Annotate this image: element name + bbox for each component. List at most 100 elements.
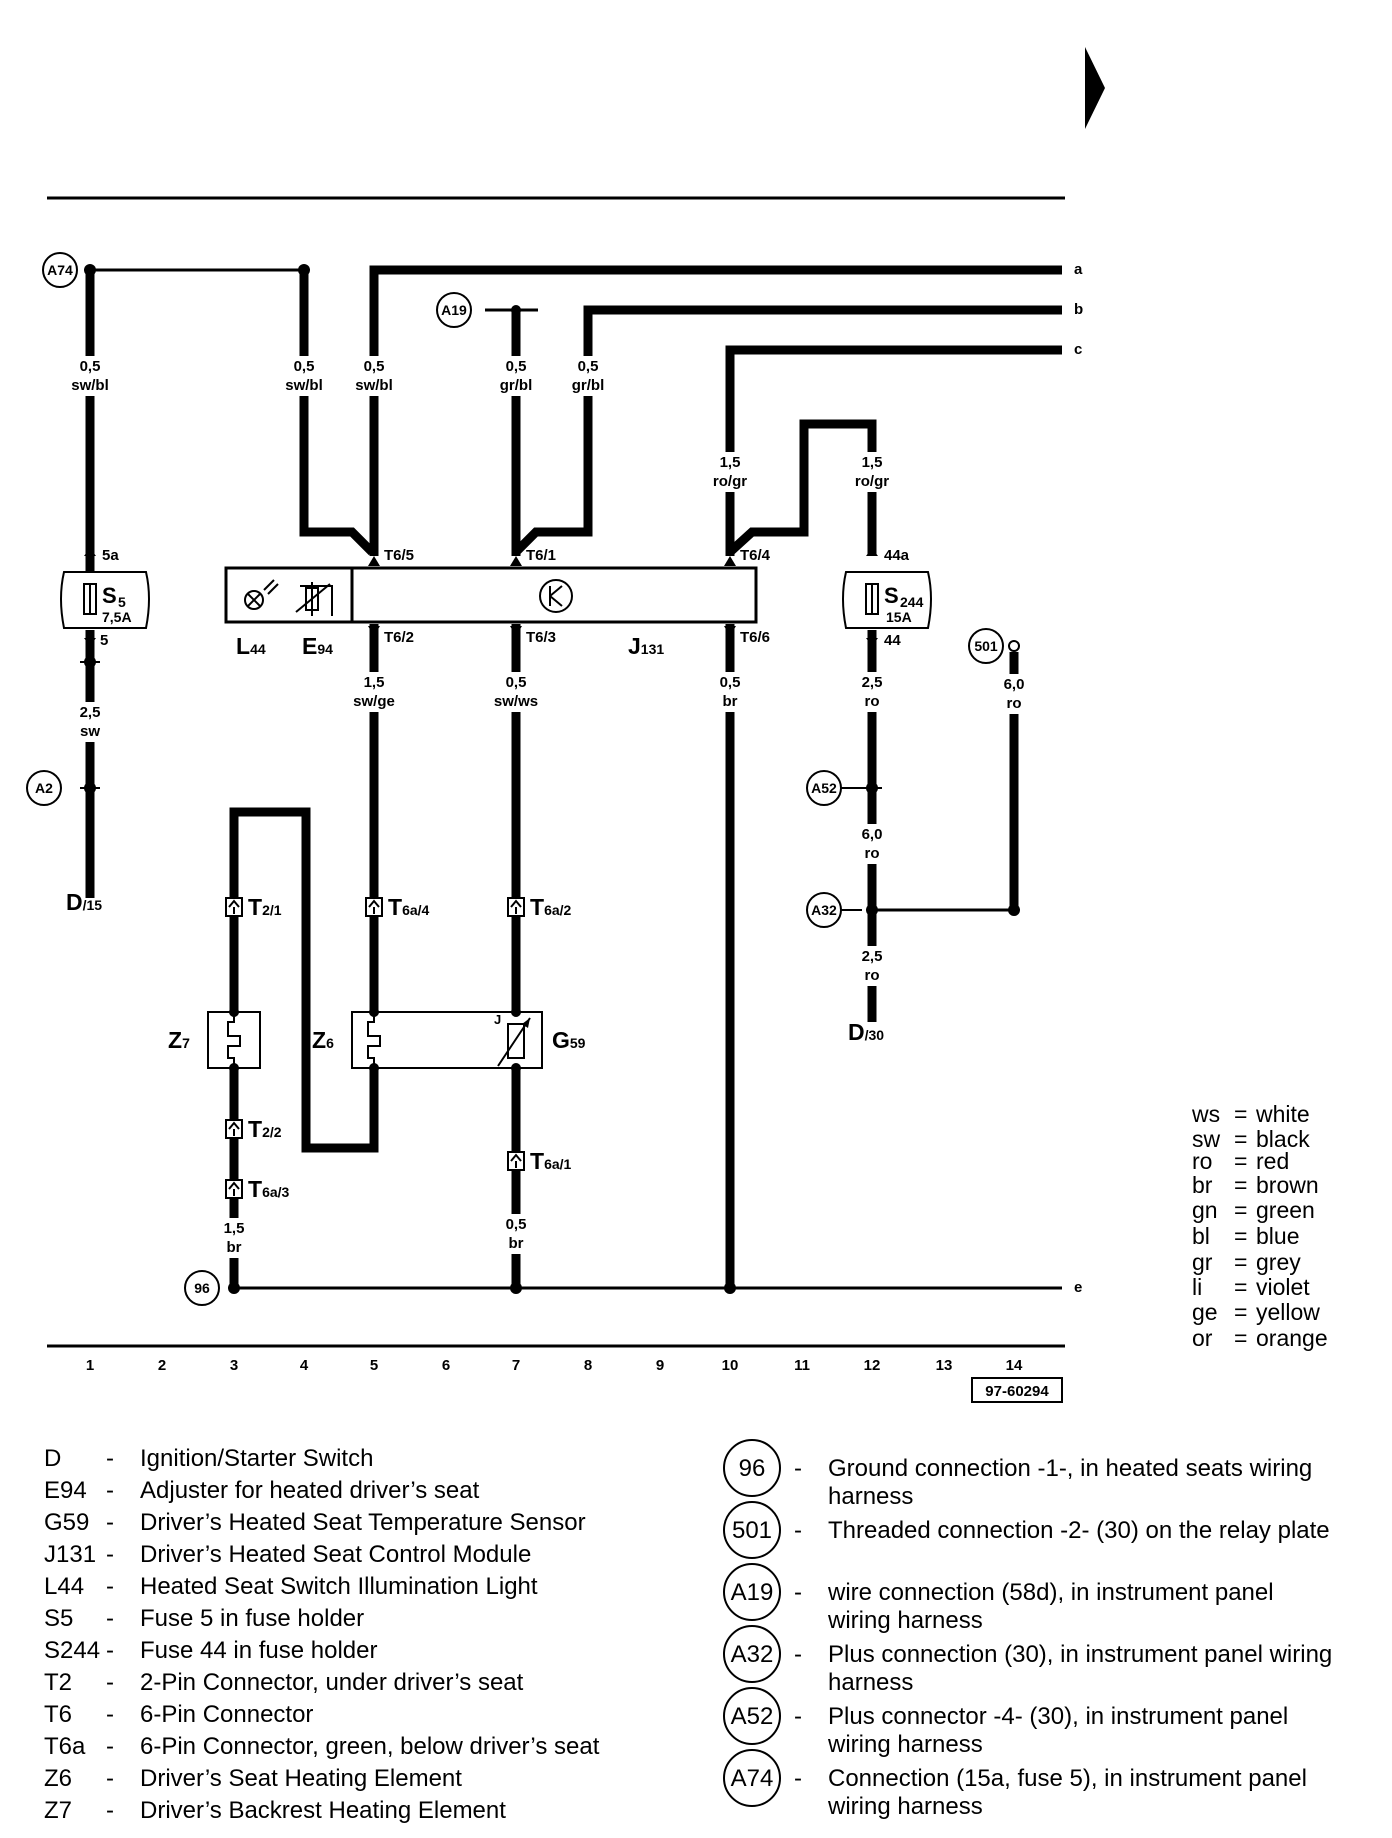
connector-t6a-1: T6a/1: [530, 1148, 572, 1174]
ref-a2[interactable]: A2: [26, 770, 62, 806]
key-eq: =: [1234, 1274, 1247, 1300]
legend-text: harness: [828, 1669, 913, 1696]
connector-t6a-3: T6a/3: [248, 1176, 290, 1202]
wire-size: 0,5: [506, 358, 527, 375]
column-number: 2: [158, 1357, 166, 1374]
fuse-s5[interactable]: S 5 7,5A: [60, 571, 150, 629]
legend-dash: -: [106, 1797, 114, 1824]
legend-dash: -: [794, 1765, 802, 1792]
key-code: ge: [1192, 1299, 1218, 1325]
pin-s244-in: 44a: [884, 547, 910, 564]
legend-dash: -: [794, 1517, 802, 1544]
wire-color: br: [227, 1239, 242, 1256]
ref-a32[interactable]: A32: [806, 892, 842, 928]
legend-text: Fuse 44 in fuse holder: [140, 1637, 377, 1664]
legend-text: wiring harness: [827, 1607, 983, 1634]
key-code: sw: [1192, 1126, 1221, 1152]
wire-ref-c: c: [1074, 341, 1082, 358]
pin-t6-1: T6/1: [526, 547, 556, 564]
legend-item: J131-Driver’s Heated Seat Control Module: [44, 1541, 531, 1568]
key-color: blue: [1256, 1223, 1299, 1249]
svg-text:A2: A2: [35, 780, 53, 796]
fuse-s244[interactable]: S 244 15A: [842, 571, 932, 629]
legend-item: A74 - Connection (15a, fuse 5), in instr…: [723, 1749, 1307, 1820]
legend-item: G59-Driver’s Heated Seat Temperature Sen…: [44, 1509, 586, 1536]
ref-96[interactable]: 96: [184, 1270, 220, 1306]
wire-size: 0,5: [720, 674, 741, 691]
legend-text: Driver’s Heated Seat Control Module: [140, 1541, 531, 1568]
heating-element-z7[interactable]: [207, 1011, 261, 1069]
legend-text: wiring harness: [827, 1731, 983, 1758]
wire-size: 0,5: [80, 358, 101, 375]
connector-t2-1: T2/1: [248, 894, 282, 920]
key-color: grey: [1256, 1249, 1301, 1275]
svg-text:A32: A32: [811, 902, 837, 918]
legend-item: E94-Adjuster for heated driver’s seat: [44, 1477, 480, 1504]
ref-a52[interactable]: A52: [806, 770, 842, 806]
legend-text: Plus connector -4- (30), in instrument p…: [828, 1703, 1288, 1730]
label-l44: L44: [236, 633, 266, 659]
wire-color: ro: [865, 967, 880, 984]
module-symbol-icon: [539, 579, 573, 613]
legend-dash: -: [794, 1579, 802, 1606]
legend-code: A32: [731, 1641, 774, 1668]
ref-501[interactable]: 501: [968, 628, 1004, 664]
label-d30: D/30: [848, 1019, 884, 1045]
legend-text: 6-Pin Connector, green, below driver’s s…: [140, 1733, 600, 1760]
wire-color: ro/gr: [855, 473, 889, 490]
legend-text: wire connection (58d), in instrument pan…: [827, 1579, 1274, 1606]
column-number: 9: [656, 1357, 664, 1374]
legend-code: T6: [44, 1701, 72, 1728]
legend-dash: -: [794, 1703, 802, 1730]
splice-ticks: [80, 661, 882, 789]
wire-ref-e: e: [1074, 1279, 1082, 1296]
key-color: yellow: [1256, 1299, 1320, 1325]
svg-text:501: 501: [974, 638, 998, 654]
legend-text: Driver’s Backrest Heating Element: [140, 1797, 506, 1824]
page-turn-arrow-icon[interactable]: [1085, 47, 1105, 129]
key-eq: =: [1234, 1172, 1247, 1198]
legend-code: A19: [731, 1579, 774, 1606]
column-number: 6: [442, 1357, 450, 1374]
ref-a19[interactable]: A19: [436, 292, 472, 328]
legend-code: G59: [44, 1509, 89, 1536]
column-number: 8: [584, 1357, 592, 1374]
ref-a74[interactable]: A74: [42, 252, 78, 288]
legend-right: 96 - Ground connection -1-, in heated se…: [723, 1439, 1332, 1820]
legend-dash: -: [106, 1477, 114, 1504]
pin-t6-5: T6/5: [384, 547, 414, 564]
legend-code: 501: [732, 1517, 772, 1544]
label-z6: Z6: [312, 1027, 334, 1053]
wire-color: sw/bl: [71, 377, 109, 394]
legend-code: S244: [44, 1637, 100, 1664]
legend-code: A52: [731, 1703, 774, 1730]
legend-code: D: [44, 1445, 61, 1472]
legend-dash: -: [106, 1733, 114, 1760]
wire-size: 2,5: [862, 674, 883, 691]
legend-text: harness: [828, 1483, 913, 1510]
wire-ref-a: a: [1074, 261, 1083, 278]
svg-text:A74: A74: [47, 262, 73, 278]
legend-item: Z7-Driver’s Backrest Heating Element: [44, 1797, 506, 1824]
wire-color: ro: [865, 845, 880, 862]
wire-color: br: [509, 1235, 524, 1252]
key-eq: =: [1234, 1223, 1247, 1249]
connector-t2-2: T2/2: [248, 1116, 282, 1142]
key-eq: =: [1234, 1148, 1247, 1174]
wire-size: 0,5: [506, 1216, 527, 1233]
pin-t6-4: T6/4: [740, 547, 771, 564]
pin-t6-6: T6/6: [740, 629, 770, 646]
control-module-j131[interactable]: [224, 566, 758, 624]
column-number: 4: [300, 1357, 309, 1374]
terminal-dots: [229, 1007, 521, 1073]
legend-code: A74: [731, 1765, 774, 1792]
legend-dash: -: [794, 1641, 802, 1668]
key-eq: =: [1234, 1197, 1247, 1223]
wire-size: 1,5: [364, 674, 385, 691]
heating-element-z6-and-sensor-g59[interactable]: J: [351, 1011, 543, 1069]
legend-code: S5: [44, 1605, 73, 1632]
wire-size: 0,5: [578, 358, 599, 375]
fuse-s5-num: 5: [118, 594, 126, 610]
variable-resistor-icon: [295, 582, 333, 616]
wire-color: ro/gr: [713, 473, 747, 490]
